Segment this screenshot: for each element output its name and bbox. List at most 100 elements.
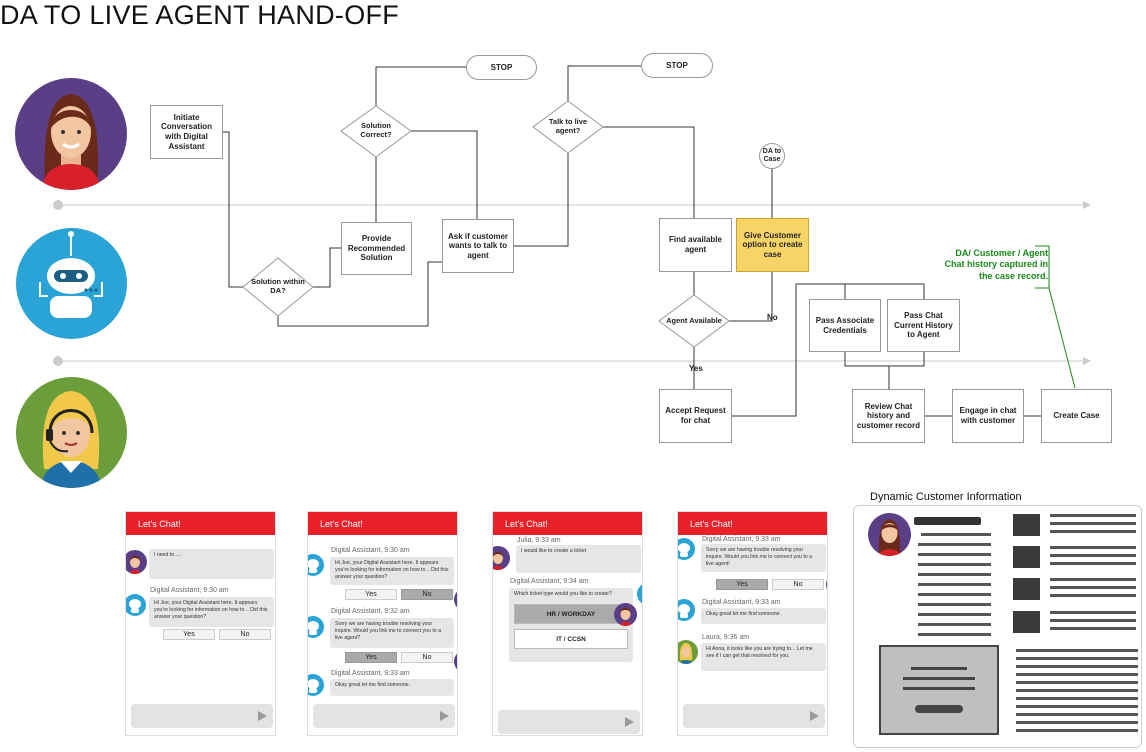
placeholder-block [1013, 514, 1040, 536]
placeholder-bar [1050, 546, 1136, 549]
message-input[interactable] [498, 710, 640, 734]
placeholder-block [1013, 611, 1040, 633]
yes-button[interactable]: Yes [163, 629, 215, 640]
message-input[interactable] [683, 704, 825, 728]
chat-panel-3: Let's Chat! Julia, 9:33 am I would like … [492, 511, 643, 736]
placeholder-block [1013, 578, 1040, 600]
message-input[interactable] [131, 704, 273, 728]
no-button[interactable]: No [772, 579, 824, 590]
agent-avatar-icon [678, 640, 698, 664]
placeholder-bar [918, 603, 991, 606]
sender-label: Digital Assistant, 9:32 am [331, 608, 410, 615]
ticket-type-message: Which ticket type would you like to crea… [509, 588, 633, 662]
placeholder-bar [1016, 689, 1138, 692]
dynamic-customer-info-title: Dynamic Customer Information [870, 491, 1022, 503]
placeholder-bar [921, 533, 991, 536]
send-icon[interactable] [440, 711, 449, 721]
no-button[interactable]: No [401, 589, 453, 600]
robot-avatar-icon [308, 674, 324, 696]
send-icon[interactable] [810, 711, 819, 721]
chat-message: I would like to create a ticket [516, 545, 641, 573]
placeholder-bar [918, 593, 991, 596]
talk-to-live-agent-decision: Talk to live agent? [548, 117, 588, 135]
it-ccsn-option[interactable]: IT / CCSN [514, 629, 628, 649]
chat-message: Okay great let me find someone. [701, 608, 826, 624]
placeholder-bar [1016, 657, 1138, 660]
placeholder-button [915, 705, 963, 713]
placeholder-bar [903, 677, 975, 680]
placeholder-bar [914, 517, 981, 525]
customer-avatar-icon [126, 550, 147, 574]
create-case-box: Create Case [1041, 389, 1112, 443]
robot-avatar-icon [678, 538, 695, 560]
solution-within-da-decision: Solution within DA? [251, 277, 305, 295]
placeholder-bar [1016, 713, 1138, 716]
chat-panel-4: Let's Chat! Digital Assistant, 9:33 am S… [677, 511, 828, 736]
placeholder-bar [918, 553, 991, 556]
placeholder-bar [1050, 611, 1136, 614]
send-icon[interactable] [625, 717, 634, 727]
placeholder-bar [1016, 649, 1138, 652]
dynamic-customer-info-panel [853, 505, 1142, 748]
chat-panel-2: Let's Chat! Digital Assistant, 9:30 am H… [307, 511, 458, 736]
placeholder-bar [1016, 705, 1138, 708]
sender-label: Digital Assistant, 9:30 am [331, 547, 410, 554]
send-icon[interactable] [258, 711, 267, 721]
pass-chat-history-box: Pass Chat Current History to Agent [887, 299, 960, 352]
chat-message: Which ticket type would you like to crea… [514, 591, 612, 597]
placeholder-bar [918, 613, 991, 616]
placeholder-bar [911, 667, 967, 670]
robot-avatar-icon [308, 554, 324, 576]
placeholder-bar [918, 623, 991, 626]
engage-chat-box: Engage in chat with customer [952, 389, 1024, 443]
sender-label: Digital Assistant, 9:33 am [702, 536, 781, 543]
placeholder-bar [918, 543, 991, 546]
yes-button[interactable]: Yes [345, 589, 397, 600]
chat-message: Okay great let me find someone. [330, 679, 454, 696]
placeholder-bar [903, 687, 975, 690]
chat-message: Hi Anna, it looks like you are trying to… [701, 643, 826, 671]
message-input[interactable] [313, 704, 455, 728]
chat-header: Let's Chat! [678, 512, 827, 535]
placeholder-bar [1016, 665, 1138, 668]
placeholder-bar [1050, 554, 1136, 557]
robot-avatar-icon [678, 599, 695, 621]
sender-label: Digital Assistant, 9:33 am [702, 599, 781, 606]
chat-header: Let's Chat! [493, 512, 642, 535]
placeholder-bar [1050, 586, 1136, 589]
robot-avatar-icon [637, 583, 642, 605]
placeholder-bar [918, 583, 991, 586]
placeholder-bar [1016, 697, 1138, 700]
yes-button[interactable]: Yes [345, 652, 397, 663]
chat-message: Sorry we are having trouble resolving yo… [701, 544, 826, 572]
robot-avatar-icon [126, 594, 146, 616]
placeholder-bar [1050, 530, 1136, 533]
solution-correct-decision: Solution Correct? [360, 121, 392, 139]
customer-avatar-icon [454, 650, 457, 673]
placeholder-bar [1050, 619, 1136, 622]
stop-terminal-1: STOP [466, 55, 537, 80]
no-button[interactable]: No [219, 629, 271, 640]
chat-message: I need to..... [149, 549, 274, 579]
placeholder-bar [1016, 721, 1138, 724]
chat-message: Hi Joe, your Digital Assistant here. It … [149, 597, 274, 627]
agent-available-decision: Agent Available [666, 315, 722, 325]
placeholder-bar [1050, 594, 1136, 597]
chat-header: Let's Chat! [126, 512, 275, 535]
sender-label: Laura, 9:36 am [702, 634, 750, 641]
hr-workday-option[interactable]: HR / WORKDAY [514, 604, 628, 624]
yes-button[interactable]: Yes [716, 579, 768, 590]
give-customer-option-box: Give Customer option to create case [736, 218, 809, 272]
find-available-agent-box: Find available agent [659, 218, 732, 272]
initiate-conversation-box: Initiate Conversation with Digital Assis… [150, 105, 223, 159]
customer-avatar-icon [868, 513, 911, 556]
no-label: No [767, 313, 778, 322]
stop-terminal-2: STOP [641, 53, 713, 78]
chat-history-note: DA/ Customer / Agent Chat history captur… [944, 248, 1048, 281]
placeholder-bar [1050, 562, 1136, 565]
placeholder-block [1013, 546, 1040, 568]
no-button[interactable]: No [401, 652, 453, 663]
sender-label: Digital Assistant, 9:30 am [150, 587, 229, 594]
robot-avatar-icon [308, 616, 324, 638]
sender-label: Digital Assistant, 9:33 am [331, 670, 410, 677]
